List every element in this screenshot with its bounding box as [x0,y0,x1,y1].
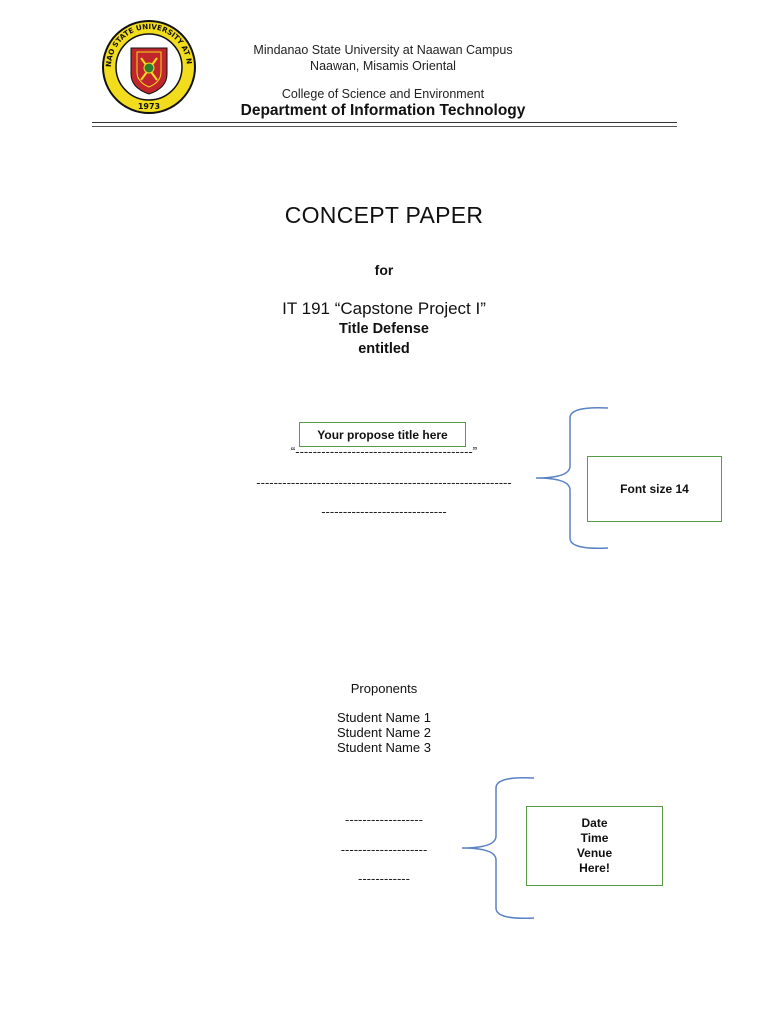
title-line-2: ----------------------------------------… [256,475,512,490]
schedule-line-3: ------------ [358,871,410,886]
callout-date: Date [581,816,608,830]
proponents-label: Proponents [350,681,418,696]
schedule-line-2: -------------------- [340,842,428,857]
department-name: Department of Information Technology [240,102,526,119]
font-size-callout: Font size 14 [587,456,722,522]
header-rule [92,122,677,123]
title-line-3: ----------------------------- [321,504,447,519]
student-name-1: Student Name 1 [337,710,431,725]
schedule-brace [461,776,535,920]
campus-location: Naawan, Misamis Oriental [310,59,456,73]
student-name-2: Student Name 2 [337,725,431,740]
document-title: CONCEPT PAPER [284,202,484,228]
university-seal: MINDANAO STATE UNIVERSITY AT NAAWAN 1973 [97,11,197,116]
callout-venue: Venue [576,846,613,860]
student-name-3: Student Name 3 [337,740,431,755]
date-time-venue-callout: Date Time Venue Here! [526,806,663,886]
title-brace [535,406,609,550]
callout-time: Time [580,831,609,845]
header-rule-thin [92,126,677,127]
university-name: Mindanao State University at Naawan Camp… [253,43,513,57]
defense-label: Title Defense [339,321,429,337]
title-line-1: “---------------------------------------… [290,444,478,459]
course-title: IT 191 “Capstone Project I” [282,299,486,318]
for-label: for [374,262,394,278]
title-placeholder-box: Your propose title here [299,422,466,447]
callout-here: Here! [579,861,610,875]
entitled-label: entitled [358,341,410,357]
college-name: College of Science and Environment [281,87,485,101]
schedule-line-1: ------------------ [345,812,423,827]
seal-year: 1973 [138,102,160,111]
